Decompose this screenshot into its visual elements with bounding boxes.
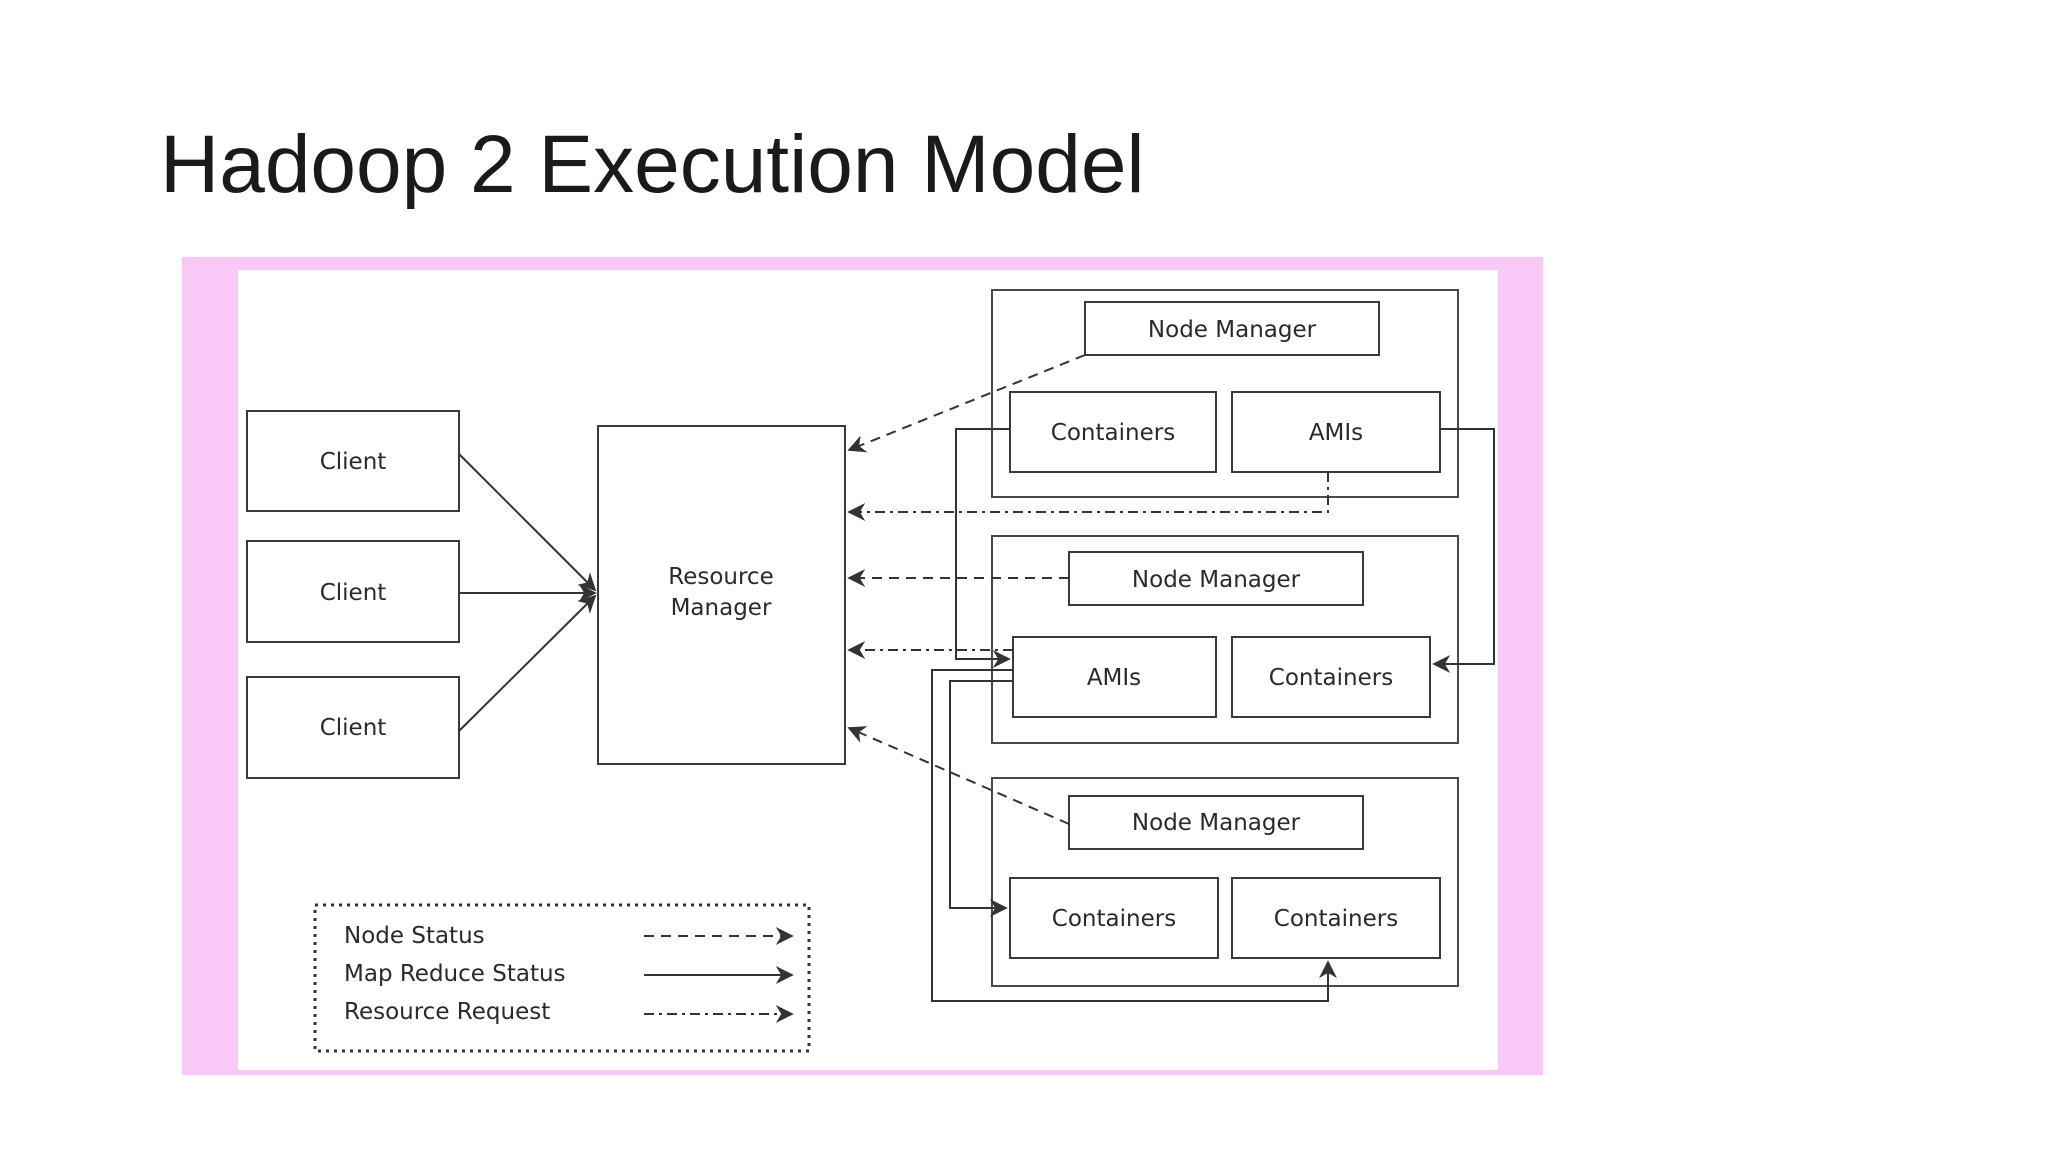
legend: Node Status Map Reduce Status Resource R… [313,903,811,1053]
node-manager-label-3: Node Manager [1132,810,1301,836]
client1-to-rm-arrow [458,453,597,592]
resource-manager-label-line1: Resource [668,564,773,590]
resource-request-arrow-1 [847,472,1329,521]
node-status-arrow-1 [847,354,1086,453]
client3-to-rm-arrow [458,594,597,732]
node-manager-label-2: Node Manager [1132,567,1301,593]
amis-label-2: AMIs [1087,665,1141,691]
resource-manager-box: Resource Manager [597,425,846,765]
hadoop-execution-diagram: Client Client Client Resource Manager [238,270,1498,1070]
client-label-1: Client [320,449,387,475]
node-group-3: Node Manager Containers Containers [991,777,1459,987]
containers-label-3b: Containers [1274,906,1398,932]
diagram-frame: Client Client Client Resource Manager [182,257,1543,1075]
client-label-3: Client [320,715,387,741]
node-manager-label-1: Node Manager [1148,317,1317,343]
legend-label-map-reduce-status: Map Reduce Status [344,961,566,987]
map-reduce-status-arrow-4 [931,669,1337,1002]
client-box-3: Client [246,676,460,779]
client-box-2: Client [246,540,460,643]
containers-label-1a: Containers [1051,420,1175,446]
client-label-2: Client [320,580,387,606]
slide-title: Hadoop 2 Execution Model [160,119,1145,210]
legend-label-resource-request: Resource Request [344,999,550,1025]
client-box-1: Client [246,410,460,512]
containers-label-3a: Containers [1052,906,1176,932]
map-reduce-status-arrow-1 [1432,428,1495,673]
resource-manager-label-line2: Manager [671,595,772,621]
node-group-2: Node Manager AMIs Containers [991,535,1459,744]
node-group-1: Node Manager Containers AMIs [991,289,1459,498]
containers-label-2: Containers [1269,665,1393,691]
map-reduce-status-arrow-3 [949,680,1013,917]
node-status-arrow-3 [847,726,1070,825]
amis-label-1: AMIs [1309,420,1363,446]
legend-label-node-status: Node Status [344,923,485,949]
map-reduce-status-arrow-2 [955,428,1011,668]
